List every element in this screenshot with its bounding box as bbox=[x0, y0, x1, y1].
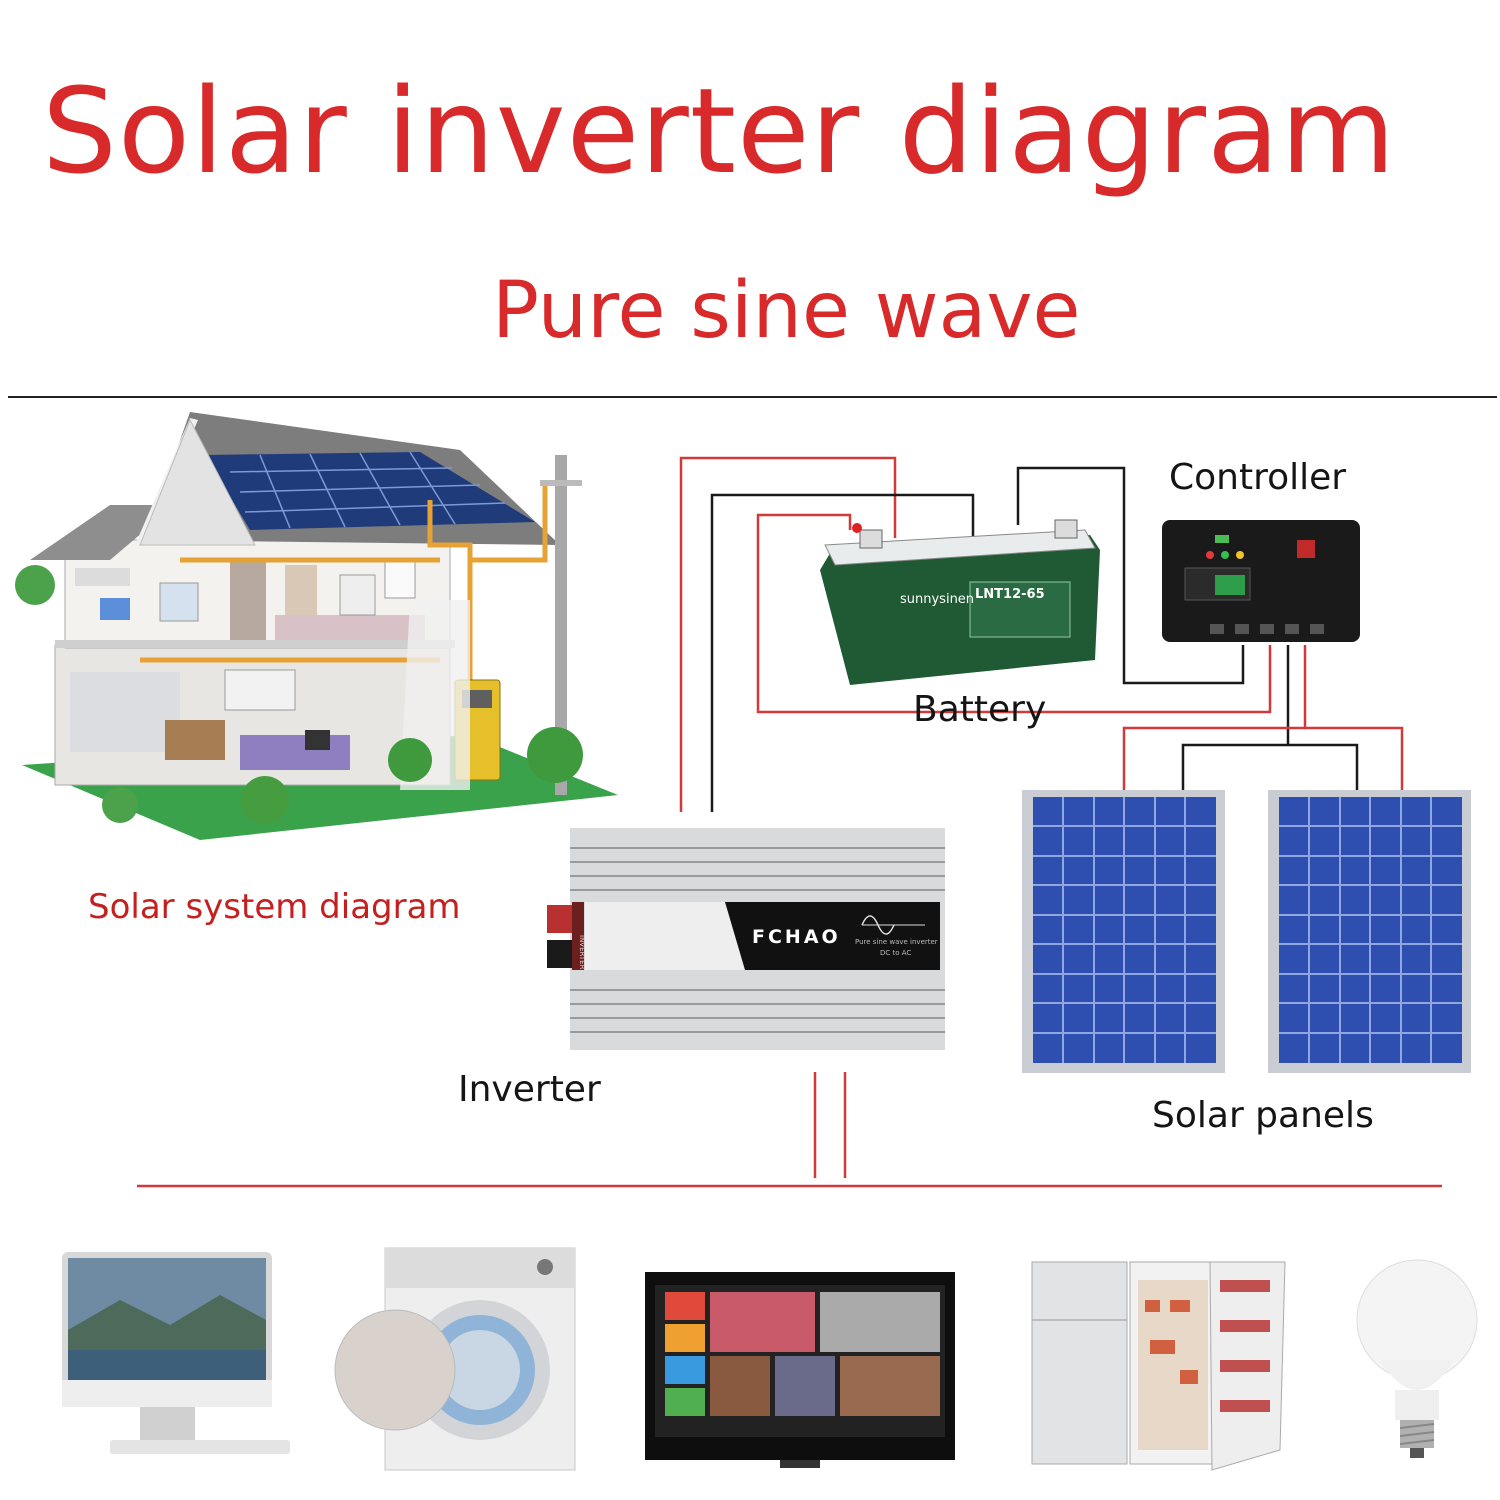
solar-panels-label: Solar panels bbox=[1152, 1095, 1374, 1136]
battery-label: Battery bbox=[913, 689, 1047, 730]
washing-machine-icon bbox=[334, 1247, 576, 1471]
solar-panel-left bbox=[1022, 790, 1225, 1073]
refrigerator-icon bbox=[1031, 1261, 1286, 1471]
controller-illustration bbox=[1162, 520, 1360, 642]
computer-monitor-icon bbox=[62, 1252, 290, 1454]
inverter-model-text: Pure sine wave inverter bbox=[855, 938, 938, 946]
inverter-dcac-text: DC to AC bbox=[880, 949, 911, 957]
solar-panel-right bbox=[1268, 790, 1471, 1073]
page-subtitle: Pure sine wave bbox=[492, 266, 1081, 356]
inverter-brand-text: FCHAO bbox=[752, 926, 841, 948]
inverter-illustration bbox=[547, 828, 945, 1050]
television-icon bbox=[645, 1272, 955, 1468]
battery-brand-text: sunnysinen bbox=[900, 592, 974, 607]
battery-illustration bbox=[820, 519, 1100, 685]
battery-model-text: LNT12-65 bbox=[975, 587, 1045, 602]
page-title: Solar inverter diagram bbox=[42, 62, 1397, 200]
house-illustration bbox=[15, 412, 618, 840]
controller-label: Controller bbox=[1169, 457, 1347, 498]
inverter-side-text: INVERTER bbox=[578, 935, 586, 970]
inverter-label: Inverter bbox=[458, 1069, 601, 1110]
wiring bbox=[137, 456, 1442, 1188]
solar-system-label: Solar system diagram bbox=[88, 887, 461, 927]
light-bulb-icon bbox=[1356, 1259, 1478, 1458]
